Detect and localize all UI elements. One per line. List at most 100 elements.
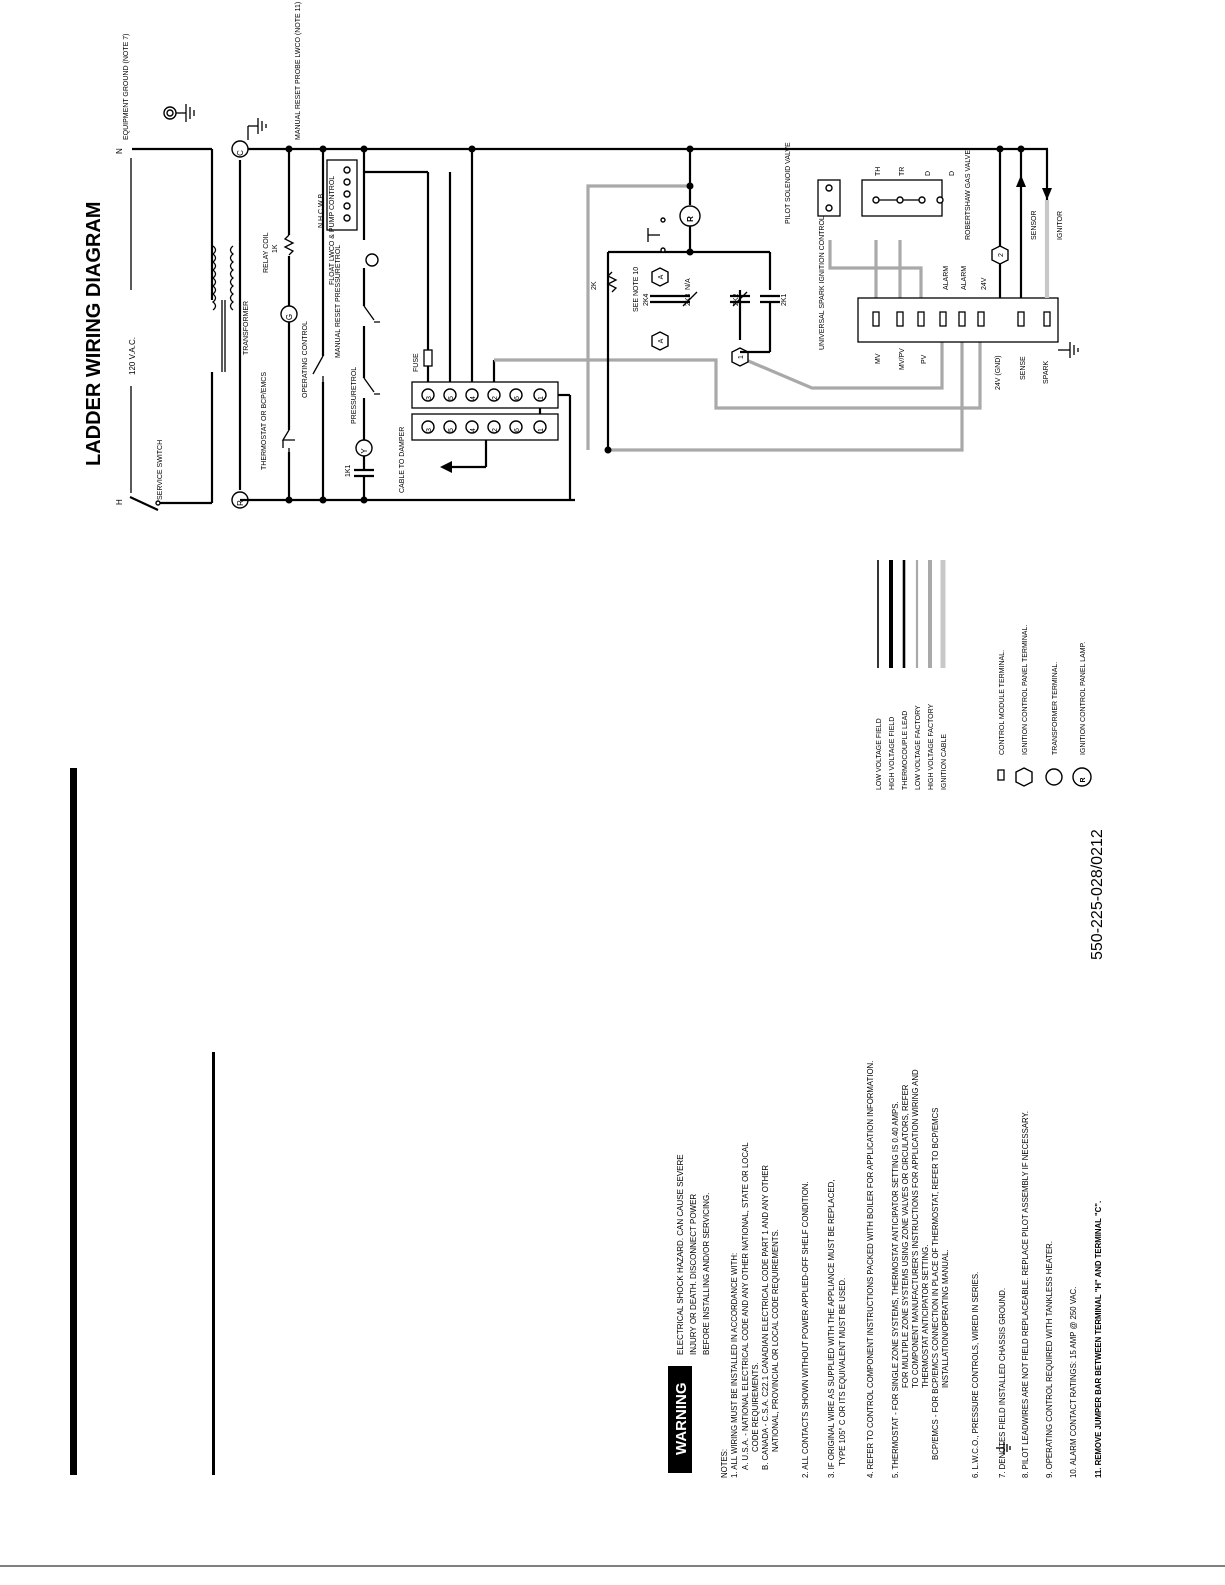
float-lwco-label: FLOAT LWCO & PUMP CONTROL	[329, 176, 336, 285]
terminal-a2: A	[658, 274, 665, 279]
strip-term: 1	[538, 428, 545, 432]
k1-contact-label: 1K1	[345, 464, 352, 477]
service-switch-label: SERVICE SWITCH	[157, 440, 164, 500]
thermostat-label: THERMOSTAT OR BCP/EMCS	[261, 372, 268, 470]
warning-badge: WARNING	[673, 1383, 690, 1456]
note-line: 11. REMOVE JUMPER BAR BETWEEN TERMINAL "…	[1094, 1201, 1103, 1478]
ctrl-term-24v: 24V	[981, 277, 988, 290]
wire-legend-item: THERMOCOUPLE LEAD	[902, 711, 909, 790]
float-lwco-switch	[365, 253, 379, 267]
ctrl-term-mv: MV	[875, 353, 882, 364]
alarm-terminal-a1	[651, 331, 669, 351]
transformer-label: TRANSFORMER	[243, 301, 250, 355]
operating-control-label: OPERATING CONTROL	[302, 321, 309, 398]
strip-terminal-numbers: 3 5 4 2 6 1 3 5 4 2 6 1	[421, 388, 547, 434]
control-module-terminals	[872, 311, 1051, 327]
terminal-a1: A	[658, 338, 665, 343]
neutral-label: N	[115, 148, 124, 154]
gas-valve-term-d1: D	[925, 171, 932, 176]
ctrl-term-sense: SENSE	[1020, 356, 1027, 380]
relay-coil-label: RELAY COIL	[263, 232, 270, 273]
note-line: 7. DENOTES FIELD INSTALLED CHASSIS GROUN…	[998, 1288, 1007, 1478]
strip-term: 3	[426, 428, 433, 432]
transformer-terminal-c	[231, 140, 249, 158]
note-line: TO COMPONENT MANUFACTURER'S INSTRUCTIONS…	[911, 1069, 920, 1388]
diagram-title: LADDER WIRING DIAGRAM	[83, 202, 105, 466]
symbol-legend-item: TRANSFORMER TERMINAL.	[1052, 662, 1059, 755]
alarm-terminal-a2	[651, 267, 669, 287]
sensor-label: SENSOR	[1031, 210, 1038, 240]
strip-term: 4	[470, 428, 477, 432]
terminal-c-letter: C	[236, 150, 245, 156]
fuse-label: FUSE	[413, 353, 420, 372]
k2-4-label: 2K4	[643, 293, 650, 306]
note-line: 8. PILOT LEADWIRES ARE NOT FIELD REPLACE…	[1021, 1111, 1030, 1478]
transformer-coils	[211, 245, 235, 372]
manual-reset-pressuretrol-label: MANUAL RESET PRESSURETROL	[335, 245, 342, 358]
warning-line: BEFORE INSTALLING AND/OR SERVICING.	[702, 1193, 711, 1355]
chassis-ground-icon	[996, 1442, 1011, 1454]
notes-heading: NOTES:	[720, 1449, 729, 1478]
panel-term-1: 1	[738, 355, 745, 359]
universal-spark-ignition-control	[857, 297, 1059, 343]
fuse-symbol	[423, 349, 433, 367]
relay-2k-label: 2K	[591, 281, 598, 290]
gas-valve-label: ROBERTSHAW GAS VALVE	[965, 150, 972, 240]
warning-block: WARNING ELECTRICAL SHOCK HAZARD. CAN CAU…	[668, 1154, 711, 1473]
na-label: N/A	[685, 278, 692, 290]
strip-term: 2	[492, 428, 499, 432]
symbol-legend-item: IGNITION CONTROL PANEL LAMP.	[1080, 642, 1087, 755]
probe-lwco-label: MANUAL RESET PROBE LWCO (NOTE 11)	[295, 2, 302, 140]
warning-line: ELECTRICAL SHOCK HAZARD. CAN CAUSE SEVER…	[676, 1154, 685, 1355]
probe-lwco-box	[326, 159, 358, 231]
note-line: FOR MULTIPLE ZONE SYSTEMS USING ZONE VAL…	[901, 1084, 910, 1388]
wire-type-legend: LOW VOLTAGE FIELD HIGH VOLTAGE FIELD THE…	[876, 560, 948, 790]
warning-line: INJURY OR DEATH. DISCONNECT POWER	[689, 1194, 698, 1355]
lwco-terminals: N H C W B	[318, 193, 325, 228]
cable-to-damper-label: CABLE TO DAMPER	[399, 427, 406, 493]
symbol-legend: R CONTROL MODULE TERMINAL. IGNITION CONT…	[997, 625, 1092, 787]
note-line: A. U.S.A. - NATIONAL ELECTRICAL CODE AND…	[741, 1142, 750, 1470]
gas-valve-term-th: TH	[875, 167, 882, 176]
note-line: 9. OPERATING CONTROL REQUIRED WITH TANKL…	[1045, 1241, 1054, 1478]
ctrl-term-pv: PV	[921, 354, 928, 364]
strip-term: 6	[514, 396, 521, 400]
k2-3-label: 2K3	[685, 293, 692, 306]
strip-term: 2	[492, 396, 499, 400]
ctrl-term-alarm2: ALARM	[961, 266, 968, 290]
wire-legend-item: LOW VOLTAGE FACTORY	[915, 705, 922, 790]
wire-legend-item: LOW VOLTAGE FIELD	[876, 718, 883, 790]
terminal-r-letter: R	[236, 500, 245, 506]
notes-block: NOTES: 1. ALL WIRING MUST BE INSTALLED I…	[720, 1061, 1103, 1478]
pilot-solenoid-valve	[817, 179, 841, 217]
note-line: 3. IF ORIGINAL WIRE AS SUPPLIED WITH THE…	[827, 1180, 836, 1478]
note-line: 1. ALL WIRING MUST BE INSTALLED IN ACCOR…	[730, 1253, 739, 1478]
wire-legend-item: IGNITION CABLE	[941, 734, 948, 790]
control-name-label: UNIVERSAL SPARK IGNITION CONTROL	[819, 216, 826, 350]
left-margin-bar	[70, 768, 77, 1475]
note-line: 4. REFER TO CONTROL COMPONENT INSTRUCTIO…	[866, 1061, 875, 1478]
wire-legend-item: HIGH VOLTAGE FIELD	[889, 717, 896, 790]
strip-term: 3	[426, 396, 433, 400]
note-line: 2. ALL CONTACTS SHOWN WITHOUT POWER APPL…	[801, 1181, 810, 1478]
lamp-r-letter: R	[686, 216, 695, 222]
k2-1-label: 2K1	[781, 293, 788, 306]
hot-label: H	[115, 499, 124, 505]
pressuretrol-label: PRESSURETROL	[351, 367, 358, 424]
strip-term: 1	[538, 396, 545, 400]
relay-coil-id: 1K	[272, 244, 279, 253]
note-line: B. CANADA - C.S.A. C22.1 CANADIAN ELECTR…	[761, 1165, 770, 1470]
panel-term-2: 2	[998, 253, 1005, 257]
k2-2-label: 2K2	[733, 293, 740, 306]
ignition-control-panel-lamp	[679, 205, 701, 227]
strip-term: 4	[470, 396, 477, 400]
inner-margin-bar	[212, 1052, 215, 1475]
legend-r-letter: R	[1080, 777, 1087, 782]
note-line: BCP/EMCS - FOR BCP/EMCS CONNECTION IN PL…	[931, 1108, 940, 1460]
symbol-legend-item: CONTROL MODULE TERMINAL.	[999, 650, 1006, 755]
ignitor-label: IGNITOR	[1057, 211, 1064, 240]
equipment-ground-label: EQUIPMENT GROUND (NOTE 7)	[123, 34, 130, 140]
note-line: NATIONAL, PROVINCIAL OR LOCAL CODE REQUI…	[771, 1229, 780, 1452]
ctrl-term-mvpv: MV/PV	[899, 348, 906, 370]
